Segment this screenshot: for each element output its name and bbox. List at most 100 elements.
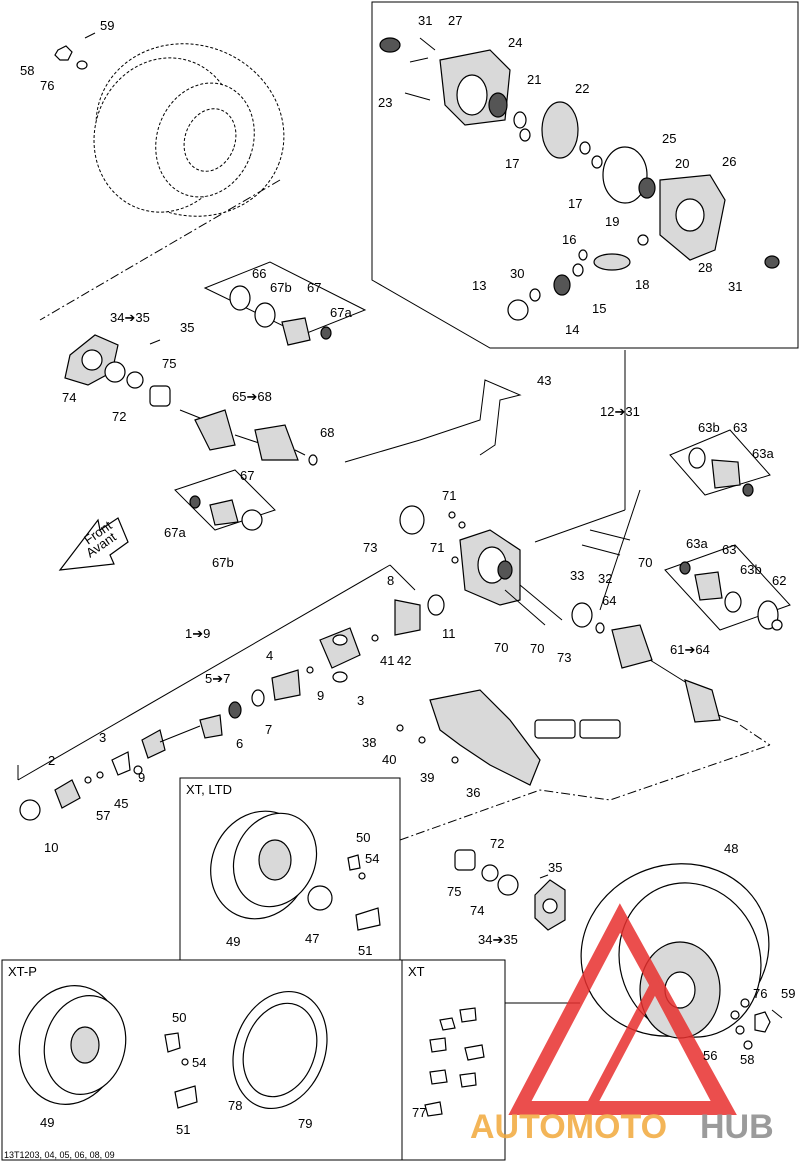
xt-title: XT: [408, 964, 425, 979]
label-76-right: 76: [753, 986, 767, 1001]
label-26: 26: [722, 154, 736, 169]
label-36: 36: [466, 785, 480, 800]
label-22: 22: [575, 81, 589, 96]
xt-ltd-title: XT, LTD: [186, 782, 232, 797]
label-56: 56: [703, 1048, 717, 1063]
label-63a-top: 63a: [752, 446, 774, 461]
differential-inset: [371, 1, 799, 349]
label-65-68: 65➔68: [232, 389, 272, 404]
label-31-right: 31: [728, 279, 742, 294]
label-67a-low: 67a: [164, 525, 186, 540]
label-70-a: 70: [638, 555, 652, 570]
label-19: 19: [605, 214, 619, 229]
label-63b-low: 63b: [740, 562, 762, 577]
label-3-right: 3: [357, 693, 364, 708]
label-4: 4: [266, 648, 273, 663]
label-48: 48: [724, 841, 738, 856]
label-59: 59: [100, 18, 114, 33]
label-12-31: 12➔31: [600, 404, 640, 419]
label-73-left: 73: [363, 540, 377, 555]
label-74-right: 74: [470, 903, 484, 918]
label-71-a: 71: [442, 488, 456, 503]
label-49-xtltd: 49: [226, 934, 240, 949]
driveshaft-left-boot-kit-67: [229, 285, 332, 346]
label-49-xtp: 49: [40, 1115, 54, 1130]
label-6: 6: [236, 736, 243, 751]
label-14: 14: [565, 322, 579, 337]
label-50-xtp: 50: [172, 1010, 186, 1025]
label-11: 11: [442, 626, 456, 641]
xt-p-box: XT-P: [1, 959, 403, 1161]
label-17-a: 17: [505, 156, 519, 171]
label-23: 23: [378, 95, 392, 110]
label-67-mid: 67: [240, 468, 254, 483]
label-39: 39: [420, 770, 434, 785]
label-72-right: 72: [490, 836, 504, 851]
label-58: 58: [20, 63, 34, 78]
label-5-7: 5➔7: [205, 671, 230, 686]
skid-plate: [396, 689, 621, 786]
label-35-right: 35: [548, 860, 562, 875]
label-24: 24: [508, 35, 522, 50]
label-21: 21: [527, 72, 541, 87]
label-13: 13: [472, 278, 486, 293]
front-direction-arrow: Front Avant: [58, 517, 129, 571]
label-72-left: 72: [112, 409, 126, 424]
driveshaft-right: [595, 622, 739, 723]
label-47: 47: [305, 931, 319, 946]
label-51-xtp: 51: [176, 1122, 190, 1137]
label-77: 77: [412, 1105, 426, 1120]
label-32: 32: [598, 571, 612, 586]
label-74-left: 74: [62, 390, 76, 405]
label-66: 66: [252, 266, 266, 281]
label-9-left: 9: [138, 770, 145, 785]
part-labels: 59 58 76 31 27 24 21 22 23 17 17 25 20 2…: [20, 13, 795, 1137]
bearing-72-left: [149, 385, 171, 407]
label-70-b: 70: [494, 640, 508, 655]
label-75-right: 75: [447, 884, 461, 899]
xt-ltd-box: XT, LTD: [179, 777, 401, 961]
label-34-35-left: 34➔35: [110, 310, 150, 325]
label-33: 33: [570, 568, 584, 583]
label-64: 64: [602, 593, 616, 608]
label-62: 62: [772, 573, 786, 588]
label-63-low: 63: [722, 542, 736, 557]
label-10: 10: [44, 840, 58, 855]
label-76: 76: [40, 78, 54, 93]
hub-left-34-35: [64, 334, 161, 389]
label-7: 7: [265, 722, 272, 737]
label-43: 43: [537, 373, 551, 388]
figure-reference: 13T1203, 04, 05, 06, 08, 09: [4, 1150, 115, 1160]
label-54-xtp: 54: [192, 1055, 206, 1070]
driveshaft-left: [179, 409, 318, 466]
label-42: 42: [397, 653, 411, 668]
label-40: 40: [382, 752, 396, 767]
label-59-right: 59: [781, 986, 795, 1001]
watermark-brand-left: AUTOMOTO: [470, 1108, 667, 1146]
xt-p-title: XT-P: [8, 964, 37, 979]
label-2: 2: [48, 753, 55, 768]
label-67a-top: 67a: [330, 305, 352, 320]
tire-rear-left: [93, 43, 285, 217]
label-8: 8: [387, 573, 394, 588]
wheel-nut-59-58-76: [54, 32, 96, 70]
label-15: 15: [592, 301, 606, 316]
label-31-top: 31: [418, 13, 432, 28]
label-75-left: 75: [162, 356, 176, 371]
label-35-left: 35: [180, 320, 194, 335]
xt-box: XT: [401, 959, 506, 1161]
label-27: 27: [448, 13, 462, 28]
watermark-brand-right: HUB: [700, 1108, 774, 1146]
label-25: 25: [662, 131, 676, 146]
boot-kit-63: [679, 447, 783, 631]
label-58-right: 58: [740, 1052, 754, 1067]
label-79: 79: [298, 1116, 312, 1131]
label-34-35-right: 34➔35: [478, 932, 518, 947]
label-67-top: 67: [307, 280, 321, 295]
label-67b-top: 67b: [270, 280, 292, 295]
propeller-shaft: [19, 599, 421, 821]
label-45: 45: [114, 796, 128, 811]
label-57: 57: [96, 808, 110, 823]
label-16: 16: [562, 232, 576, 247]
